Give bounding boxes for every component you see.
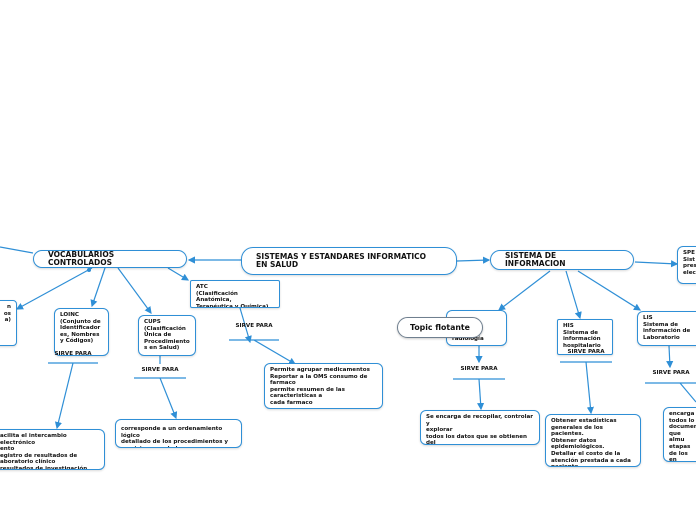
node-atc-description[interactable]: Permite agrupar medicamentos Reportar a … — [264, 363, 383, 409]
edge-lis-desc — [679, 382, 696, 403]
sirve-para-label: SIRVE PARA — [235, 323, 273, 329]
node-lis-description[interactable]: encarga todos lo documen que almu etapas… — [663, 407, 696, 462]
edge-center-sis — [456, 256, 491, 264]
node-loinc[interactable]: LOINC (Conjunto de Identificador es, Nom… — [54, 308, 109, 356]
edge-vocab-cups — [117, 267, 152, 314]
node-his-description[interactable]: Obtener estadísticas generales de los pa… — [545, 414, 641, 467]
sirve-para-label: SIRVE PARA — [567, 349, 605, 355]
edge-sis-ris — [498, 270, 551, 311]
node-vocabularios-controlados[interactable]: VOCABULARIOS CONTROLADOS — [33, 250, 187, 268]
edge-cups-desc — [159, 377, 178, 420]
node-cups-description[interactable]: corresponde a un ordenamiento lógico det… — [115, 419, 242, 448]
node-loinc-description[interactable]: acilita el intercambio electrónico ento … — [0, 429, 105, 470]
node-lis[interactable]: LIS Sistema de información de Laboratori… — [637, 311, 696, 346]
node-cups[interactable]: CUPS (Clasificación Única de Procedimien… — [138, 315, 196, 356]
edge-atc-desc — [253, 339, 297, 365]
edge-sis-spe — [634, 260, 679, 268]
edge-sis-lis — [577, 270, 642, 311]
node-his[interactable]: HIS Sistema de información hospitalario — [557, 319, 613, 355]
edge-vocab-offleft — [0, 246, 34, 254]
edge-ris-desc — [477, 378, 485, 411]
edge-his-desc — [585, 361, 594, 415]
node-ris-description[interactable]: Se encarga de recopilar, controlar y exp… — [420, 410, 540, 445]
edge-vocab-left — [15, 267, 93, 310]
vocab-connector-dot — [87, 268, 91, 272]
sirve-para-label: SIRVE PARA — [460, 366, 498, 372]
edge-loinc-desc — [54, 362, 74, 430]
node-sistema-informacion[interactable]: SISTEMA DE INFORMACION — [490, 250, 634, 270]
edge-vocab-loinc — [90, 267, 106, 308]
edge-sis-his — [565, 270, 582, 320]
sirve-para-label: SIRVE PARA — [54, 351, 92, 357]
sirve-para-label: SIRVE PARA — [652, 370, 690, 376]
edge-lis-sirve — [666, 345, 674, 369]
node-sistemas-estandares[interactable]: SISTEMAS Y ESTANDARES INFORMATICO EN SAL… — [241, 247, 457, 275]
floating-topic[interactable]: Topic flotante — [397, 317, 483, 338]
node-left-partial[interactable]: n os a) — [0, 300, 17, 346]
edge-vocab-atc — [167, 267, 190, 281]
node-spe-partial[interactable]: SPE Sist pres elec — [677, 246, 696, 284]
sirve-para-label: SIRVE PARA — [141, 367, 179, 373]
node-atc[interactable]: ATC (Clasificación Anatómica, Terapéutic… — [190, 280, 280, 308]
